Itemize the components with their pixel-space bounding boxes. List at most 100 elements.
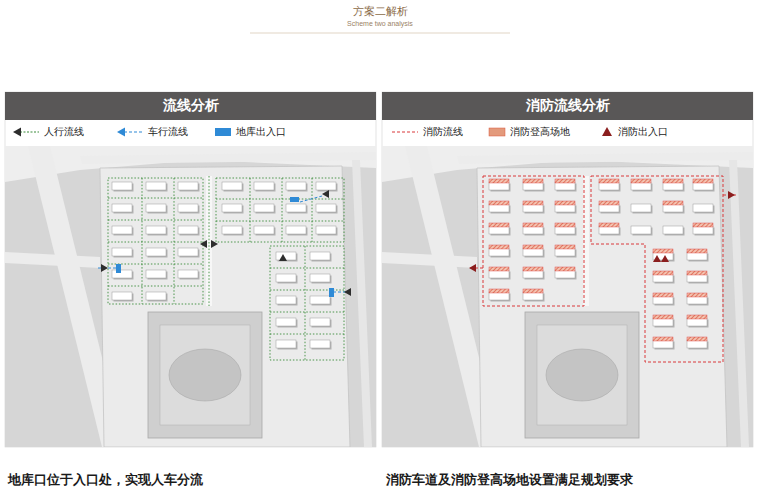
fire-platforms: [489, 245, 509, 249]
legend-text: 地库出入口: [236, 126, 286, 139]
fire-platforms: [523, 245, 543, 249]
panel-title: 消防流线分析: [526, 97, 610, 115]
entrance-markers: [322, 190, 329, 198]
legend-arrowhead: [117, 128, 125, 137]
legend-sample: [116, 125, 144, 139]
panel-frame: [382, 92, 753, 447]
legend-item: 车行流线: [116, 123, 188, 141]
fire-platforms: [523, 223, 543, 227]
fire-platforms: [555, 223, 575, 227]
entrance-markers: [279, 254, 287, 261]
legend-item: 地库出入口: [214, 123, 286, 141]
pedestrian-flow: [216, 178, 344, 242]
legend-swatch: [215, 128, 231, 136]
fire-platforms: [489, 223, 509, 227]
fire-platforms: [687, 249, 707, 253]
entrance-markers: [200, 240, 207, 248]
fire-platforms: [631, 179, 651, 183]
basement-entrance: [116, 197, 334, 297]
panel-title: 流线分析: [163, 97, 219, 115]
fire-platforms: [663, 179, 683, 183]
fire-platforms: [555, 245, 575, 249]
entrance-markers: [101, 190, 351, 296]
fire-platforms: [599, 179, 619, 183]
basement-entrance: [290, 197, 299, 202]
fire-platforms: [687, 315, 707, 319]
fire-platforms: [523, 201, 543, 205]
fire-platforms: [663, 201, 683, 205]
fire-platforms: [653, 315, 673, 319]
fire-lane: [469, 176, 737, 362]
pedestrian-flow: [108, 176, 344, 360]
left-map: [5, 146, 376, 447]
fire-entrance: [469, 264, 476, 272]
entrance-markers: [211, 240, 218, 248]
fire-platforms: [687, 293, 707, 297]
legend-sample: [12, 125, 40, 139]
fire-platforms: [555, 267, 575, 271]
fire-entrance: [661, 255, 669, 262]
fire-platforms: [599, 201, 619, 205]
legend-text: 车行流线: [148, 126, 188, 139]
legend-item: 消防登高场地: [488, 123, 570, 141]
panel-frame: [5, 92, 376, 447]
fire-platforms: [653, 271, 673, 275]
fire-platforms: [523, 179, 543, 183]
legend-sample: [391, 125, 419, 139]
legend-text: 消防流线: [423, 126, 463, 139]
fire-entrance: [469, 191, 735, 272]
right-map: [382, 146, 753, 447]
vehicle-flow: [300, 196, 322, 202]
legend-text: 人行流线: [44, 126, 84, 139]
fire-platforms: [489, 201, 509, 205]
legend-sample: [214, 125, 232, 139]
pedestrian-flow: [270, 246, 344, 360]
caption: 消防车道及消防登高场地设置满足规划要求: [386, 471, 633, 489]
basement-entrance: [116, 264, 121, 273]
pedestrian-flow: [108, 178, 203, 304]
legend-item: 人行流线: [12, 123, 84, 141]
fire-platforms: [653, 337, 673, 341]
fire-platforms: [687, 271, 707, 275]
legend-text: 消防登高场地: [510, 126, 570, 139]
right-map-clip: [382, 146, 753, 447]
fire-platforms: [555, 201, 575, 205]
page-title: 方案二解析: [0, 4, 760, 19]
fire-platforms: [489, 179, 713, 341]
entrance-markers: [101, 264, 108, 272]
fire-platforms: [489, 267, 509, 271]
fire-platforms: [523, 267, 543, 271]
fire-platforms: [523, 289, 543, 293]
left-map: [5, 146, 376, 447]
right-map-clip: [382, 146, 753, 447]
legend-item: 消防出入口: [600, 123, 668, 141]
fire-platforms: [653, 293, 673, 297]
fire-platforms: [693, 179, 713, 183]
legend-sample: [488, 125, 506, 139]
pedestrian-flow: [209, 176, 210, 306]
legend-arrowhead: [13, 128, 21, 137]
fire-platforms: [653, 249, 673, 253]
legend-item: 消防流线: [391, 123, 463, 141]
fire-platforms: [489, 289, 509, 293]
fire-entrance: [653, 255, 661, 262]
legend-triangle: [602, 127, 612, 136]
panel-title-band: 流线分析: [5, 92, 376, 120]
panel-title-band: 消防流线分析: [382, 92, 753, 120]
fire-entrance: [728, 191, 735, 199]
header-rule: [250, 33, 510, 34]
legend-line: [392, 131, 418, 132]
fire-platforms: [599, 223, 619, 227]
legend-line: [124, 131, 143, 132]
legend-sample: [600, 125, 614, 139]
entrance-markers: [344, 288, 351, 296]
legend-text: 消防出入口: [618, 126, 668, 139]
fire-platforms: [489, 179, 509, 183]
fire-platforms: [693, 223, 713, 227]
caption: 地库口位于入口处，实现人车分流: [8, 471, 203, 489]
fire-platforms: [555, 179, 575, 183]
legend-line: [20, 131, 39, 132]
fire-lane: [591, 176, 723, 362]
